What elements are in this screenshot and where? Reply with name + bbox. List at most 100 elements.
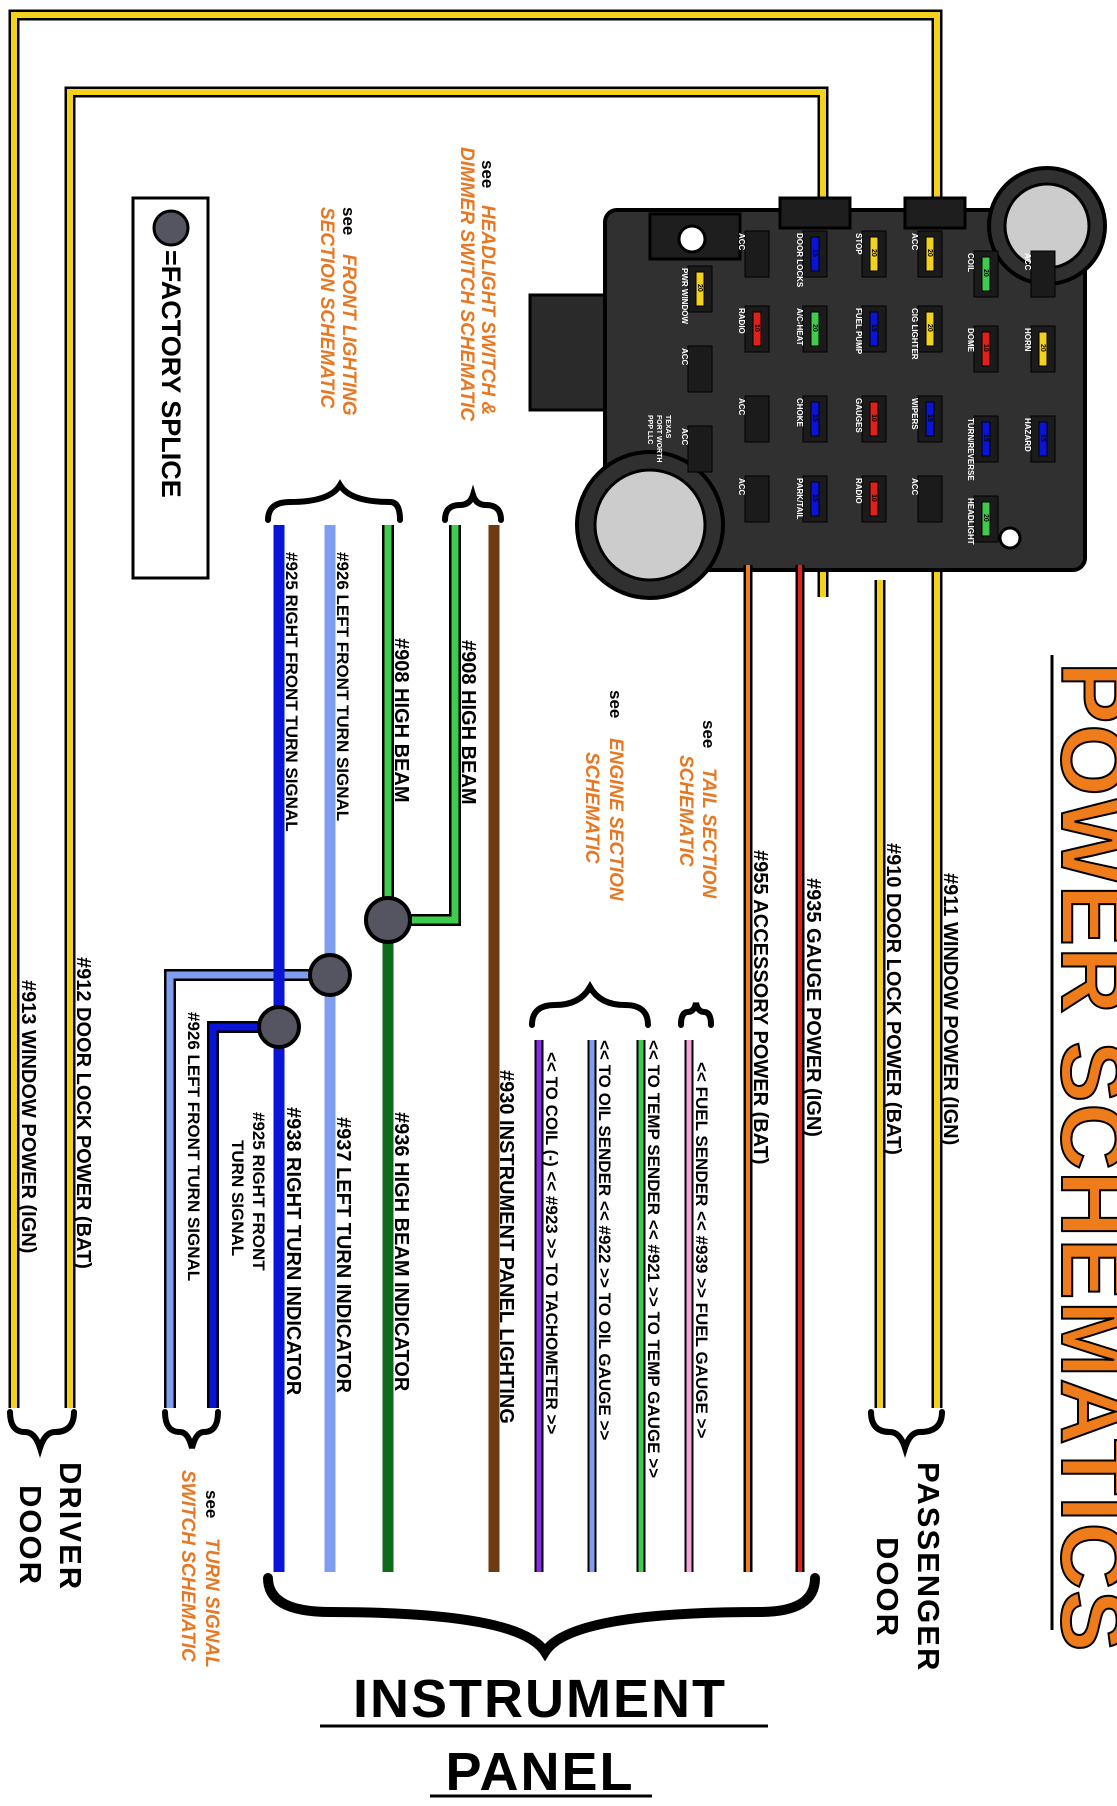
destinations: PASSENGER DOOR DRIVER DOOR INSTRUMENT PA… xyxy=(13,1462,946,1802)
gauge-wires xyxy=(534,1040,694,1572)
fuse xyxy=(981,256,991,292)
label-wire-939: << FUEL SENDER << #939 >> FUEL GAUGE >> xyxy=(692,1062,711,1438)
fuse xyxy=(869,401,879,437)
wire-908-headlight xyxy=(392,525,459,924)
label-wire-922: << TO OIL SENDER << #922 >> TO OIL GAUGE… xyxy=(595,1040,614,1440)
label-wire-938: #938 RIGHT TURN INDICATOR xyxy=(282,1107,304,1396)
fuse xyxy=(925,401,935,437)
ref-headlight-2: DIMMER SWITCH SCHEMATIC xyxy=(456,147,477,421)
label-wire-908-front: #908 HIGH BEAM xyxy=(390,638,412,803)
label-wire-930: #930 INSTRUMENT PANEL LIGHTING xyxy=(495,1070,517,1424)
label-wire-935: #935 GAUGE POWER (IGN) xyxy=(802,878,824,1137)
fuse-rating: 10 xyxy=(982,344,989,352)
fuse-rating: 15 xyxy=(870,324,877,332)
legend-label: =FACTORY SPLICE xyxy=(156,250,186,498)
fuse-label: GAUGES xyxy=(854,398,863,433)
fuse-label: COIL xyxy=(966,253,975,272)
fuse-slot xyxy=(744,230,770,278)
braces xyxy=(7,479,945,1662)
fuse-label: ACC xyxy=(910,478,919,496)
fuse-label: ACC xyxy=(1023,253,1032,271)
legend-splice-icon xyxy=(152,209,190,247)
fuse-label: ACC xyxy=(680,428,689,446)
fuse-label: ACC xyxy=(910,233,919,251)
fuse-array: ACC20HORN15HAZARD20COIL10DOME15TURN/REVE… xyxy=(680,230,1056,545)
fuse-label: DOOR LOCKS xyxy=(795,233,804,288)
label-wire-937: #937 LEFT TURN INDICATOR xyxy=(332,1117,354,1394)
fuse-rating: 15 xyxy=(926,414,933,422)
fuse xyxy=(695,271,705,307)
fuse-rating: 10 xyxy=(753,324,760,332)
brace-passenger xyxy=(868,1409,945,1459)
label-wire-936: #936 HIGH BEAM INDICATOR xyxy=(390,1112,412,1392)
wire-labels: #911 WINDOW POWER (IGN) #910 DOOR LOCK P… xyxy=(17,552,961,1478)
splice-926 xyxy=(308,953,352,997)
dest-passenger-2: DOOR xyxy=(870,1537,905,1638)
brace-front-lighting xyxy=(265,479,403,523)
label-wire-925-switch-1: #925 RIGHT FRONT xyxy=(249,1112,268,1271)
fuse-slot xyxy=(687,345,713,393)
ref-headlight-1: HEADLIGHT SWITCH & xyxy=(477,205,498,415)
legend: =FACTORY SPLICE xyxy=(131,196,210,580)
dest-passenger-1: PASSENGER xyxy=(911,1462,946,1672)
fuse xyxy=(810,481,820,517)
fuse-label: TURN/REVERSE xyxy=(966,418,975,481)
fuse xyxy=(869,311,879,347)
fuse xyxy=(925,311,935,347)
brace-engine xyxy=(529,980,651,1028)
label-wire-911: #911 WINDOW POWER (IGN) xyxy=(939,873,961,1145)
label-wire-925-switch-2: TURN SIGNAL xyxy=(228,1140,247,1256)
label-wire-926-switch: #926 LEFT FRONT TURN SIGNAL xyxy=(184,1012,203,1281)
label-wire-912: #912 DOOR LOCK POWER (BAT) xyxy=(72,957,94,1269)
fuse-slot xyxy=(744,475,770,523)
fuse-label: FUEL PUMP xyxy=(854,308,863,355)
wire-925-switch xyxy=(209,1023,277,1408)
legend-box xyxy=(131,196,210,580)
fuse-rating: 20 xyxy=(926,324,933,332)
see-turn-signal: see xyxy=(202,1490,221,1518)
power-feed-wires xyxy=(743,565,805,1572)
ref-turn-signal-2: SWITCH SCHEMATIC xyxy=(177,1470,198,1662)
fuse-label: ACC xyxy=(737,478,746,496)
fuse xyxy=(1038,331,1048,367)
ref-engine-1: ENGINE SECTION xyxy=(605,738,626,902)
fuse-rating: 20 xyxy=(982,514,989,522)
see-headlight: see xyxy=(478,160,497,188)
factory-splices xyxy=(257,896,412,1049)
fuse-label: STOP xyxy=(854,233,863,255)
fuse-label: DOME xyxy=(966,328,975,353)
fuse xyxy=(981,501,991,537)
fuse-slot xyxy=(917,475,943,523)
fuse-label: RADIO xyxy=(854,478,863,504)
fuse-rating: 10 xyxy=(870,414,877,422)
fuse-label: PARK/TAIL xyxy=(795,478,804,520)
fuse xyxy=(981,421,991,457)
fuse-rating: 20 xyxy=(811,324,818,332)
fuse-label: HEADLIGHT xyxy=(966,498,975,545)
fuse xyxy=(810,236,820,272)
fuse xyxy=(1038,421,1048,457)
see-tail: see xyxy=(699,720,718,748)
brace-tail xyxy=(678,1002,714,1028)
fuse-rating: 20 xyxy=(696,284,703,292)
dest-driver-2: DOOR xyxy=(13,1485,48,1586)
label-wire-913: #913 WINDOW POWER (IGN) xyxy=(17,980,39,1253)
page-title: POWER SCHEMATICS xyxy=(1042,662,1117,1653)
dest-driver-1: DRIVER xyxy=(53,1462,88,1591)
ref-front-2: SECTION SCHEMATIC xyxy=(316,207,337,409)
fuse-label: RADIO xyxy=(737,308,746,334)
label-wire-923: << TO COIL (-) << #923 >> TO TACHOMETER … xyxy=(542,1052,561,1434)
title-block: POWER SCHEMATICS xyxy=(1041,655,1117,1654)
ref-engine-2: SCHEMATIC xyxy=(581,752,602,864)
fuse-block: ACC20HORN15HAZARD20COIL10DOME15TURN/REVE… xyxy=(528,166,1107,600)
fuse xyxy=(752,311,762,347)
brace-headlight xyxy=(442,484,504,523)
fuse-block-maker-2: FORT WORTH xyxy=(655,415,662,462)
ref-turn-signal-1: TURN SIGNAL xyxy=(201,1538,222,1668)
splice-908 xyxy=(364,896,412,944)
fuse-slot xyxy=(744,395,770,443)
brace-instrument-panel xyxy=(263,1573,820,1662)
fuse-label: ACC xyxy=(737,398,746,416)
ref-tail-1: TAIL SECTION xyxy=(698,768,719,899)
splice-925 xyxy=(257,1005,301,1049)
